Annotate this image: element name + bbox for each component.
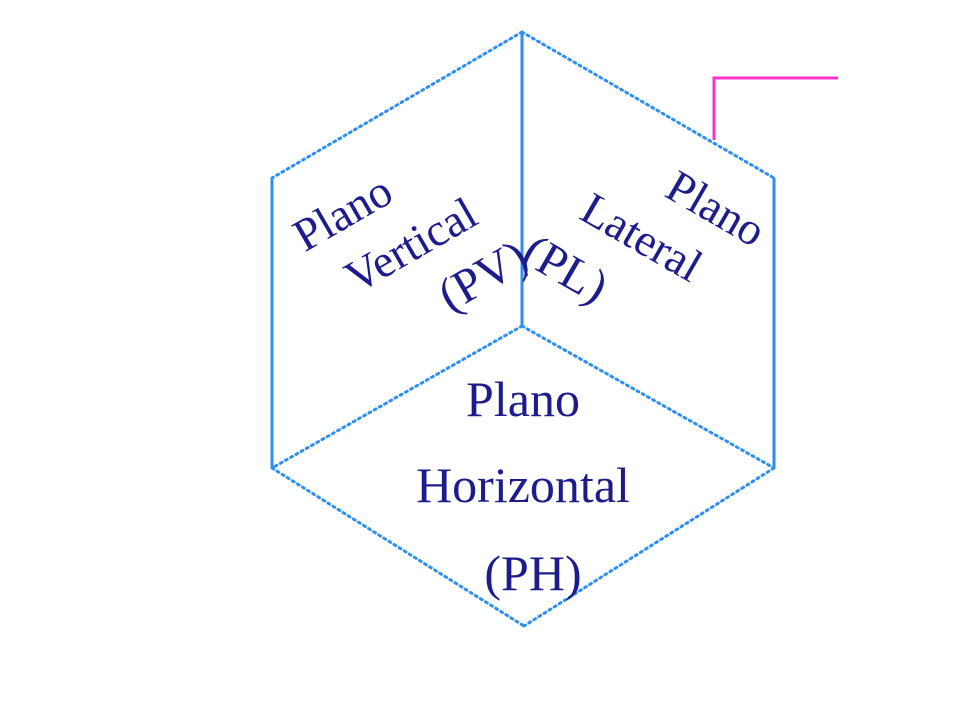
lateral-plane-label: Plano Lateral (PL) bbox=[514, 160, 774, 314]
horizontal-plane-line1: Plano bbox=[466, 371, 580, 427]
hexagon-outline bbox=[270, 30, 776, 628]
leader-line bbox=[712, 76, 838, 140]
top-left-edge bbox=[270, 30, 524, 180]
horizontal-plane-line2: Horizontal bbox=[416, 457, 630, 513]
vertical-plane-label: Plano Vertical (PV) bbox=[284, 164, 536, 322]
inner-edges bbox=[270, 32, 776, 470]
center-right-edge bbox=[520, 324, 776, 470]
center-left-edge bbox=[270, 324, 524, 470]
top-right-edge bbox=[520, 30, 776, 180]
bottom-right-edge bbox=[522, 466, 776, 628]
horizontal-plane-label: Plano Horizontal (PH) bbox=[416, 371, 630, 601]
horizontal-plane-line3: (PH) bbox=[484, 545, 581, 601]
bottom-left-edge bbox=[270, 466, 526, 628]
